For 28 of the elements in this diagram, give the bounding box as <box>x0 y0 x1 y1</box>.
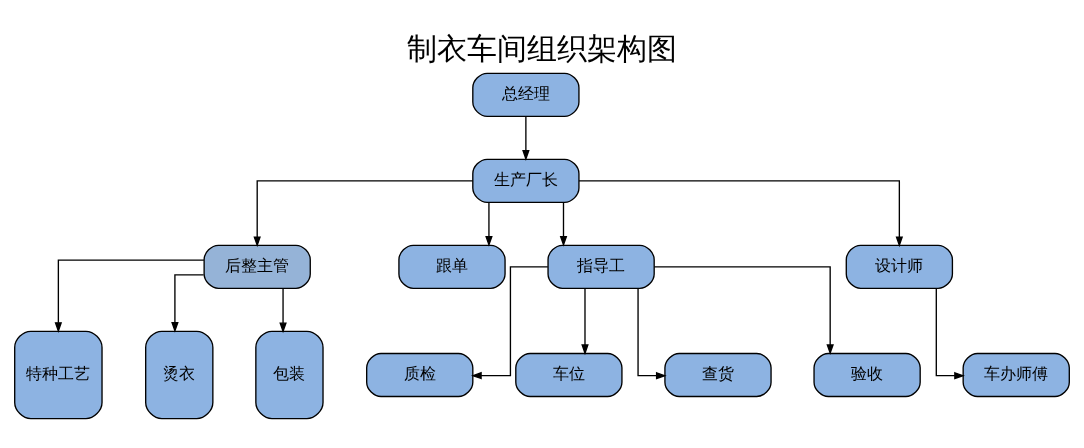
arrow <box>522 115 530 161</box>
arrow <box>485 201 493 247</box>
arrow <box>253 179 474 247</box>
node-box: 验收 <box>813 352 921 397</box>
node-box: 指导工 <box>547 244 655 289</box>
node-box: 跟单 <box>398 244 506 289</box>
arrow <box>578 179 904 247</box>
node-box: 设计师 <box>845 244 954 289</box>
node-box: 生产厂长 <box>472 158 580 203</box>
diagram-title: 制衣车间组织架构图 <box>407 31 677 66</box>
node-box: 特种工艺 <box>14 330 103 419</box>
node-box: 质检 <box>366 352 474 397</box>
node-box: 后整主管 <box>203 244 311 289</box>
arrow <box>171 273 205 333</box>
node-box: 查货 <box>664 352 772 397</box>
node-box: 车办师傅 <box>962 352 1070 397</box>
arrow <box>54 258 205 333</box>
arrow <box>637 287 667 379</box>
node-box: 烫衣 <box>145 330 214 419</box>
node-box: 总经理 <box>472 72 580 117</box>
arrow <box>471 265 549 379</box>
node-box: 包装 <box>255 330 324 419</box>
arrow <box>559 201 568 247</box>
arrow <box>279 287 287 333</box>
arrow <box>581 287 589 355</box>
node-box: 车位 <box>515 352 623 397</box>
arrow <box>653 265 834 355</box>
arrow <box>935 287 965 379</box>
